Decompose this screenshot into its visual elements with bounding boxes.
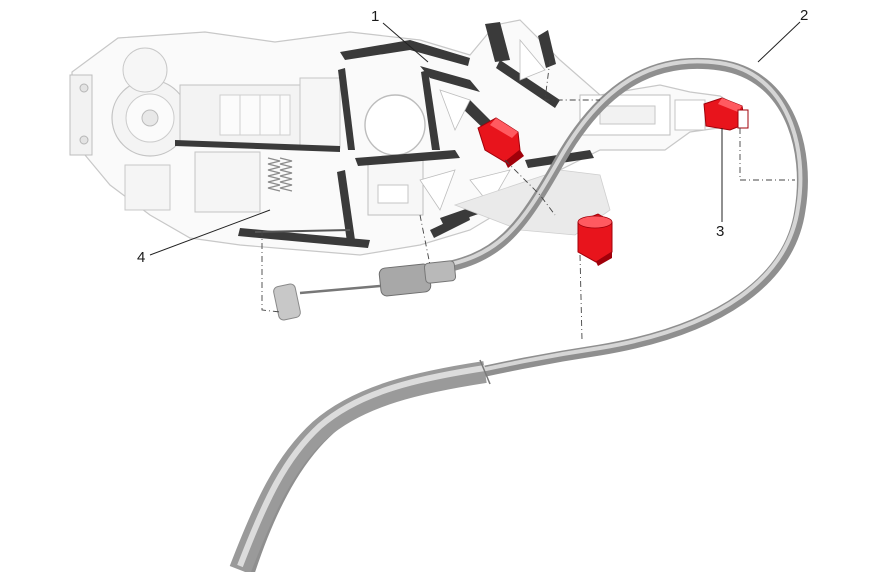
assembly-guide-lines bbox=[261, 59, 795, 341]
cable-guide bbox=[377, 184, 409, 204]
leader-lines bbox=[149, 21, 801, 256]
outer-cable bbox=[229, 57, 808, 572]
inner-cable-wire bbox=[254, 229, 381, 321]
callout-2: 2 bbox=[800, 7, 808, 24]
housing-end-plate bbox=[69, 74, 93, 156]
mounting-hole bbox=[79, 135, 89, 145]
callout-3: 3 bbox=[716, 223, 724, 240]
housing-pocket bbox=[194, 151, 261, 213]
lever-slot bbox=[599, 105, 656, 125]
callout-4: 4 bbox=[137, 249, 145, 266]
return-spring bbox=[267, 157, 293, 192]
mounting-hole bbox=[79, 83, 89, 93]
retaining-clip bbox=[577, 213, 613, 266]
lever-slot bbox=[674, 99, 706, 131]
cable-conduit-highlight bbox=[237, 365, 486, 568]
leader-line-4 bbox=[149, 209, 271, 256]
cable-end-fitting bbox=[273, 283, 301, 321]
leader-line-2 bbox=[757, 21, 801, 63]
cable-ferrule bbox=[378, 260, 457, 297]
housing-pocket bbox=[124, 164, 171, 211]
callout-1: 1 bbox=[371, 8, 379, 25]
housing-web-holes bbox=[419, 38, 546, 211]
latch-housing bbox=[69, 19, 741, 256]
actuator-block bbox=[179, 77, 341, 149]
conduit-end bbox=[479, 359, 491, 385]
leader-line-1 bbox=[382, 22, 429, 63]
retaining-clip bbox=[703, 97, 749, 131]
retaining-clip bbox=[477, 117, 524, 168]
latch-rotor bbox=[111, 47, 189, 157]
housing-bore bbox=[364, 94, 426, 156]
